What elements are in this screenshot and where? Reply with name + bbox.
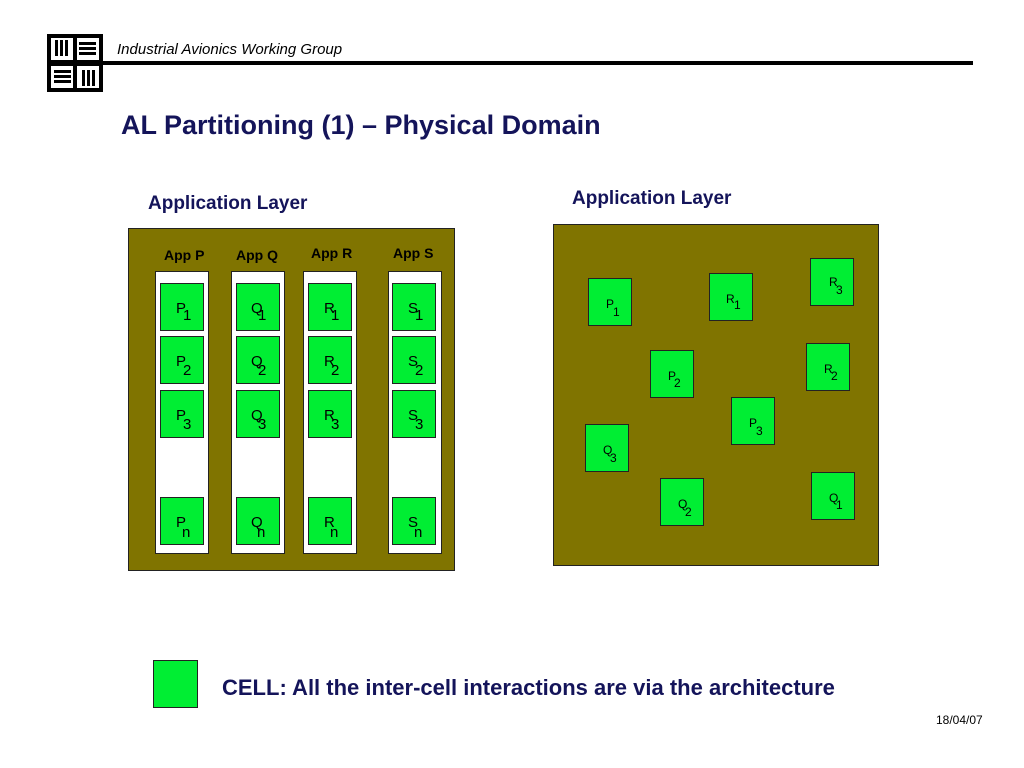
legend-text: CELL: All the inter-cell interactions ar… xyxy=(222,675,835,700)
slide-title: AL Partitioning (1) – Physical Domain xyxy=(121,110,601,140)
app-q-label: App Q xyxy=(236,247,278,263)
app-r-label: App R xyxy=(311,245,353,261)
left-layer-label: Application Layer xyxy=(148,193,308,214)
app-s-label: App S xyxy=(393,245,434,261)
right-layer-label: Application Layer xyxy=(572,188,732,209)
organization-name: Industrial Avionics Working Group xyxy=(117,41,343,58)
app-p-label: App P xyxy=(164,247,205,263)
header-divider xyxy=(103,61,973,65)
hands-logo-icon xyxy=(47,34,103,92)
slide-date: 18/04/07 xyxy=(936,713,983,727)
iawg-logo xyxy=(47,34,103,92)
legend-cell-swatch xyxy=(153,660,198,708)
